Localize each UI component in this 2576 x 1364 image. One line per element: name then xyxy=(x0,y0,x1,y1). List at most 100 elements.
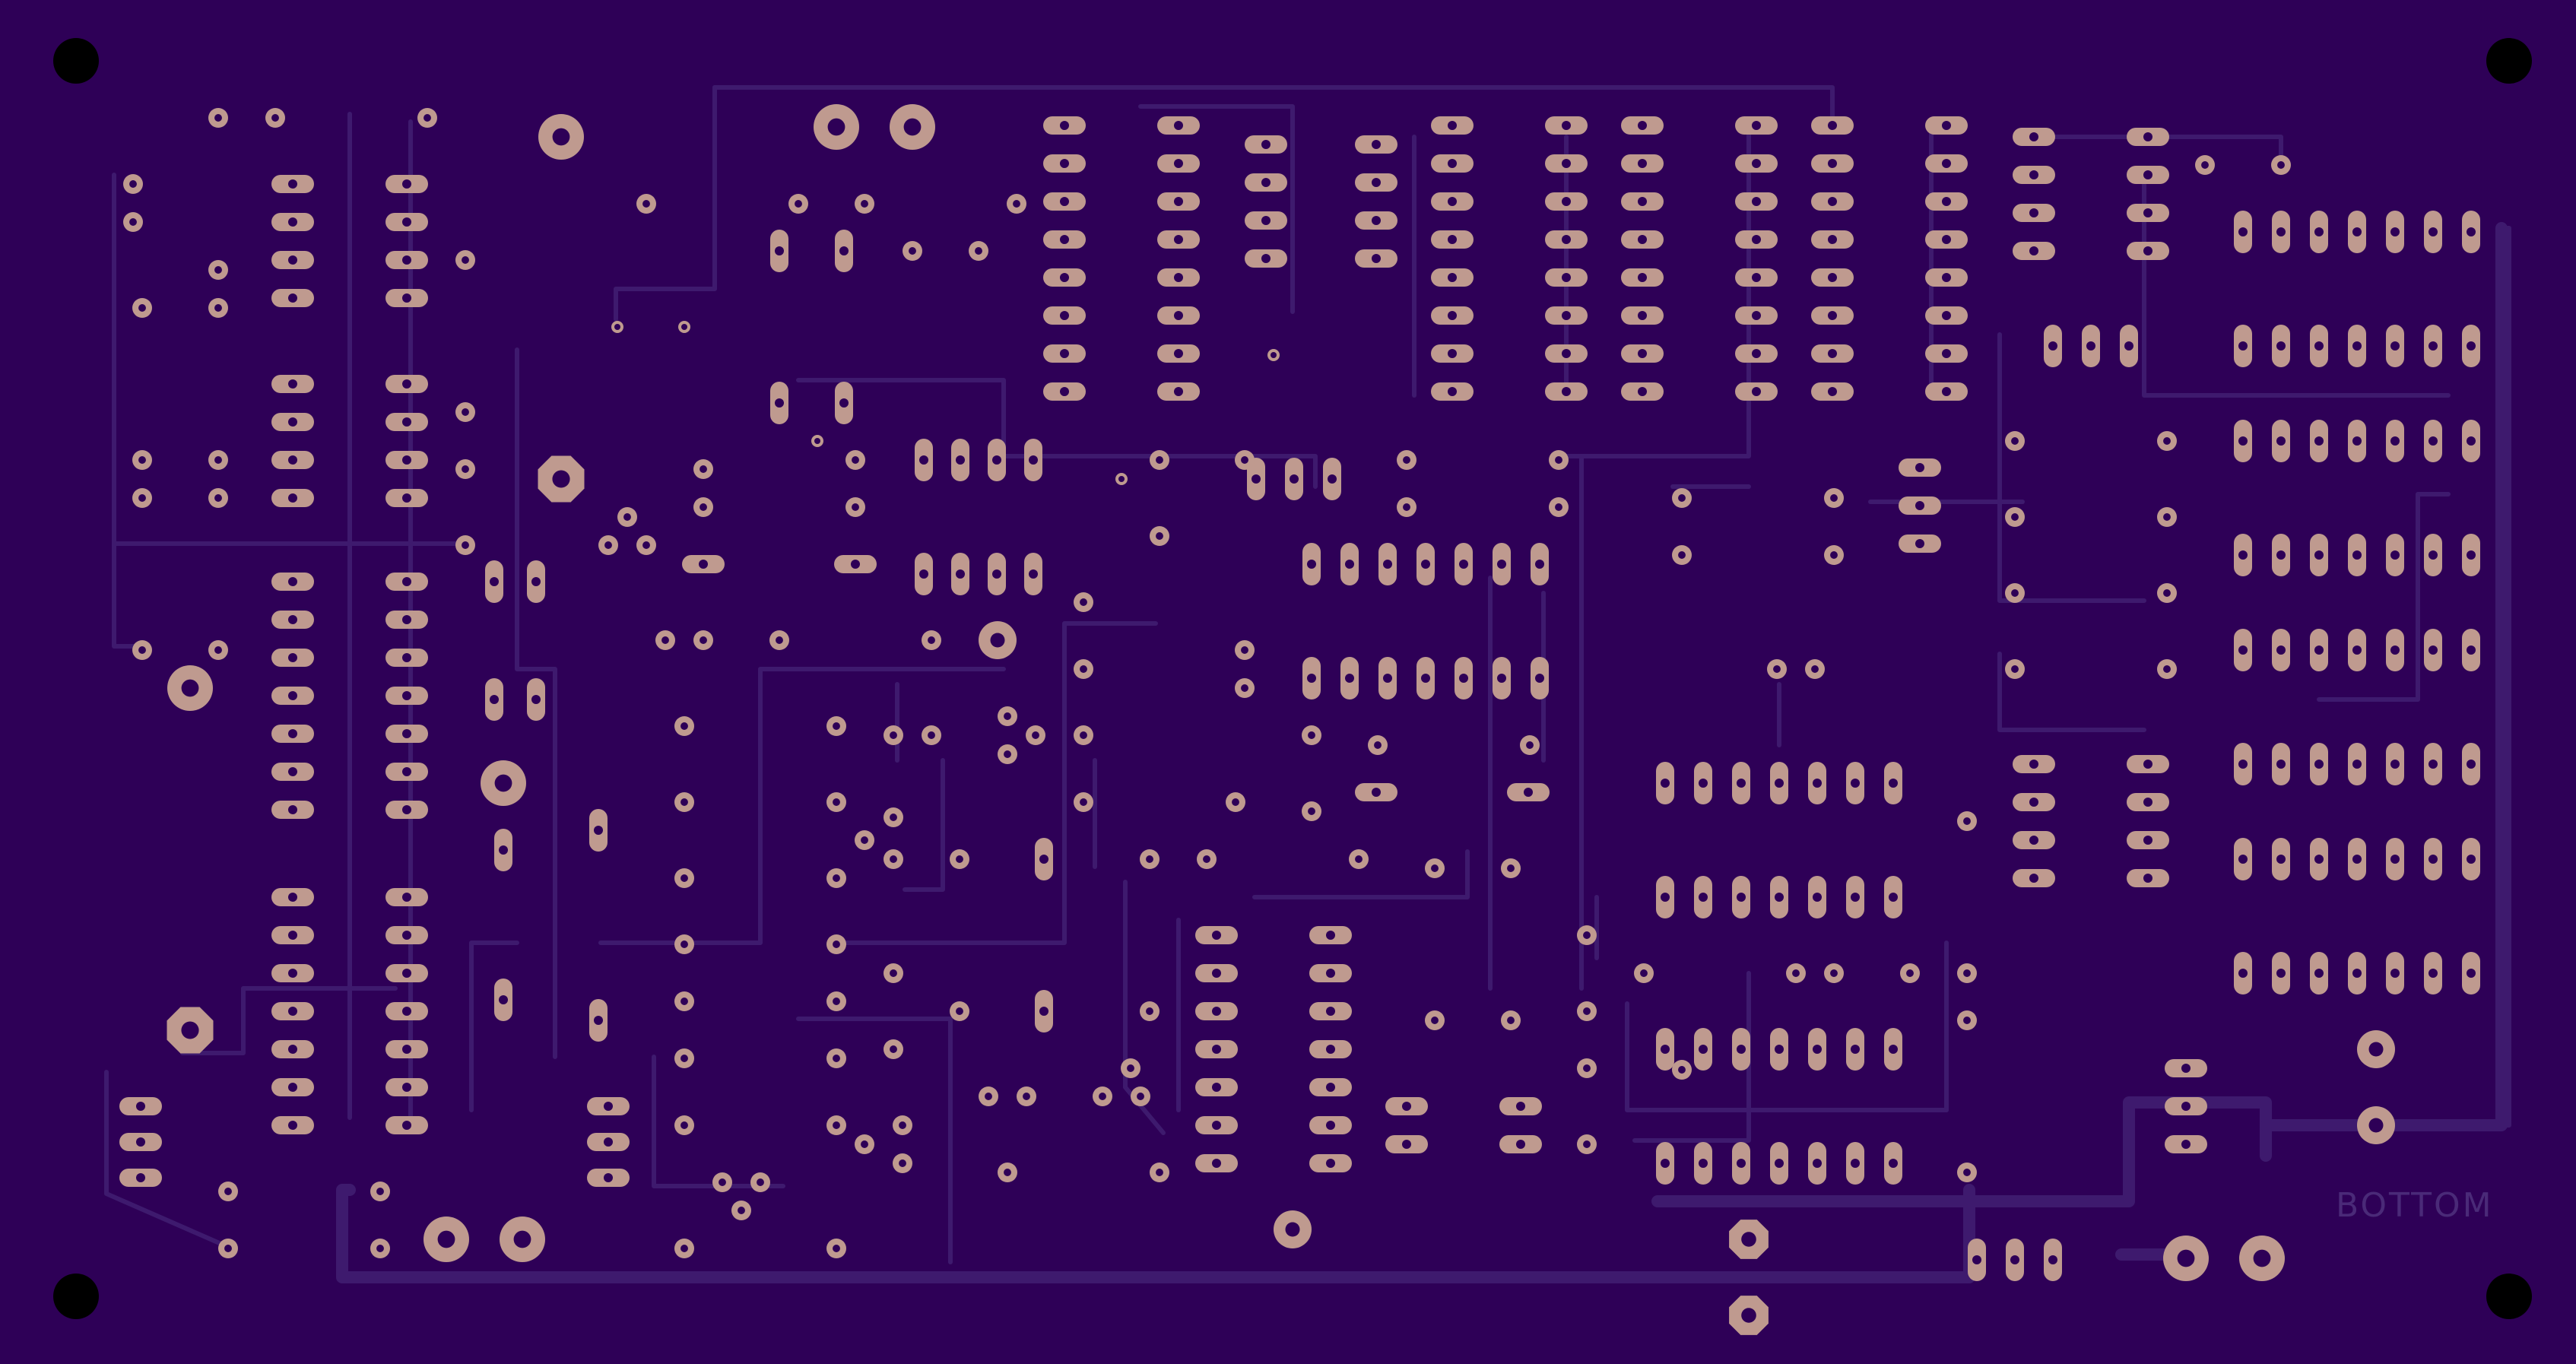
trace xyxy=(1632,971,1751,1143)
pad xyxy=(855,1134,874,1154)
pad xyxy=(1545,230,1588,249)
pad xyxy=(2348,534,2366,576)
pad xyxy=(417,108,437,128)
pad xyxy=(119,1097,162,1115)
pad xyxy=(1899,496,1941,515)
pad xyxy=(2271,155,2291,175)
pad xyxy=(271,413,314,431)
pad xyxy=(271,375,314,393)
pad xyxy=(951,553,969,595)
pad xyxy=(674,1239,694,1258)
pad xyxy=(1043,192,1086,211)
pad xyxy=(1846,1142,1864,1185)
pad xyxy=(1455,657,1473,699)
pad xyxy=(1245,211,1287,230)
trace xyxy=(834,621,1158,945)
pad xyxy=(979,1086,998,1106)
pad xyxy=(1770,876,1788,918)
pad xyxy=(385,888,428,906)
pad xyxy=(1545,192,1588,211)
pad xyxy=(834,555,877,573)
pad xyxy=(1416,657,1435,699)
trace xyxy=(1123,880,1166,1135)
pad xyxy=(2165,1135,2207,1153)
pad xyxy=(1621,230,1664,249)
pad xyxy=(2386,952,2404,994)
pad xyxy=(1770,762,1788,804)
pad xyxy=(1545,382,1588,401)
pad xyxy=(1549,450,1569,470)
pad xyxy=(2127,869,2169,887)
pad xyxy=(1355,783,1397,801)
pad xyxy=(1925,154,1968,173)
pad xyxy=(2127,831,2169,849)
pad xyxy=(2044,325,2062,367)
pad xyxy=(455,250,475,270)
pad xyxy=(123,174,143,194)
pad xyxy=(494,829,512,871)
pad xyxy=(385,964,428,982)
pad xyxy=(385,725,428,743)
pad xyxy=(2386,325,2404,367)
pad xyxy=(1074,659,1093,679)
pad xyxy=(2310,211,2328,253)
trace xyxy=(796,1017,953,1264)
pad xyxy=(979,621,1017,659)
pad xyxy=(2006,1239,2024,1281)
pad xyxy=(1656,1142,1674,1185)
pad xyxy=(855,194,874,214)
pad xyxy=(1621,268,1664,287)
pad xyxy=(271,175,314,193)
pad xyxy=(2310,325,2328,367)
pad xyxy=(1770,1028,1788,1071)
pad xyxy=(1043,306,1086,325)
trace xyxy=(614,85,717,322)
pad xyxy=(2163,1236,2209,1281)
pad xyxy=(119,1133,162,1151)
pad-octagon xyxy=(167,1007,214,1054)
pad xyxy=(385,611,428,629)
pad xyxy=(119,1169,162,1187)
pad xyxy=(1811,154,1854,173)
pad xyxy=(2013,128,2055,146)
pad xyxy=(2013,793,2055,811)
pad xyxy=(1431,154,1474,173)
pad xyxy=(1150,526,1169,546)
pad xyxy=(271,1040,314,1058)
pad xyxy=(903,241,922,261)
pad xyxy=(1621,344,1664,363)
pad xyxy=(826,1239,846,1258)
pad xyxy=(132,450,152,470)
pad xyxy=(826,991,846,1011)
pad xyxy=(1925,306,1968,325)
pad xyxy=(271,611,314,629)
trace xyxy=(712,85,1835,128)
pad xyxy=(2234,534,2252,576)
pad xyxy=(1431,230,1474,249)
pad xyxy=(271,1002,314,1020)
pad xyxy=(1621,116,1664,135)
pad xyxy=(208,488,228,508)
pad xyxy=(2082,325,2100,367)
pad xyxy=(1811,306,1854,325)
pad xyxy=(2234,420,2252,462)
pad xyxy=(1811,344,1854,363)
pad xyxy=(1043,268,1086,287)
pad-octagon xyxy=(538,455,585,503)
pad xyxy=(1349,849,1369,869)
trace xyxy=(1252,849,1470,899)
pad xyxy=(2424,743,2442,785)
pad xyxy=(693,630,713,650)
pad xyxy=(271,964,314,982)
pad xyxy=(455,535,475,555)
pad xyxy=(271,888,314,906)
pad xyxy=(1007,194,1026,214)
pad xyxy=(1577,1001,1597,1021)
pad xyxy=(538,114,584,160)
pad xyxy=(2357,1106,2395,1144)
pad xyxy=(1656,762,1674,804)
pad xyxy=(2005,583,2025,603)
pad xyxy=(598,535,618,555)
pad xyxy=(2424,211,2442,253)
pad xyxy=(814,104,859,150)
